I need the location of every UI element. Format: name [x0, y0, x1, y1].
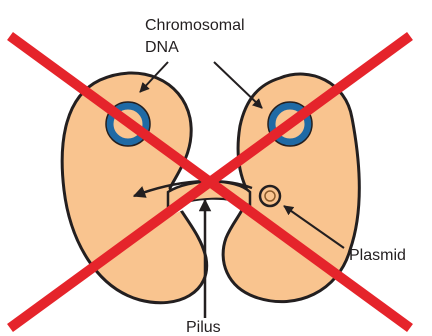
chromosomal-dna-label-line2: DNA — [145, 39, 179, 56]
pilus-label: Pilus — [186, 319, 221, 336]
chromosomal-dna-arrow-right — [214, 62, 262, 108]
plasmid-label: Plasmid — [349, 247, 406, 264]
chromosomal-dna-label-line1: Chromosomal — [145, 17, 245, 34]
